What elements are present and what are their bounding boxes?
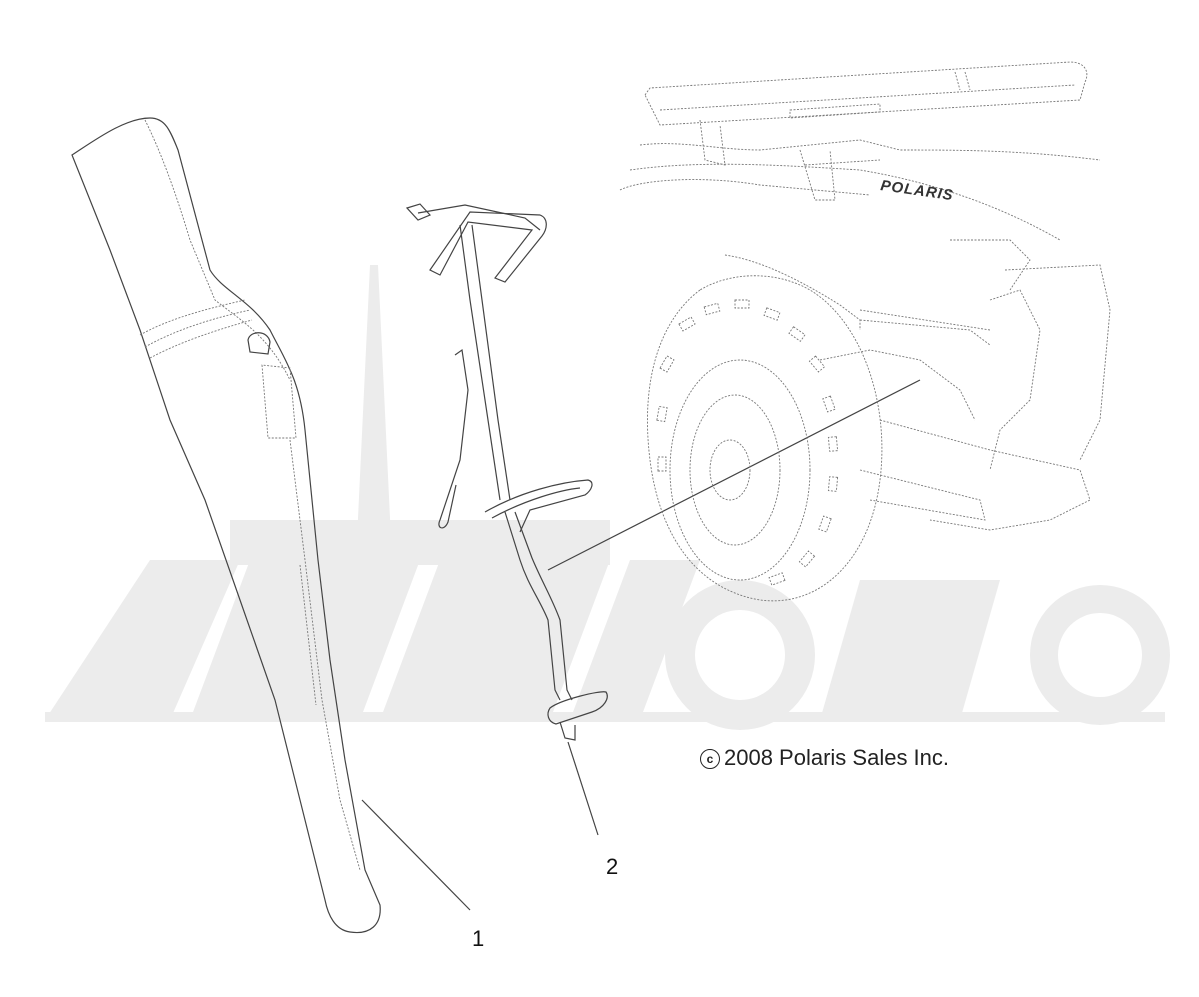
part-2-rack-mount bbox=[405, 203, 921, 741]
leader-line-2 bbox=[567, 741, 599, 836]
copyright-symbol: c bbox=[700, 749, 720, 769]
leader-line-1 bbox=[361, 799, 471, 911]
atv-rear-view: POLARIS bbox=[619, 61, 1111, 602]
polaris-decal: POLARIS bbox=[879, 177, 954, 204]
watermark-logo bbox=[45, 265, 1170, 730]
part-1-gun-case bbox=[71, 117, 381, 934]
copyright-text: 2008 Polaris Sales Inc. bbox=[724, 745, 950, 770]
callout-label-2: 2 bbox=[606, 854, 619, 879]
callout-label-1: 1 bbox=[472, 926, 485, 951]
